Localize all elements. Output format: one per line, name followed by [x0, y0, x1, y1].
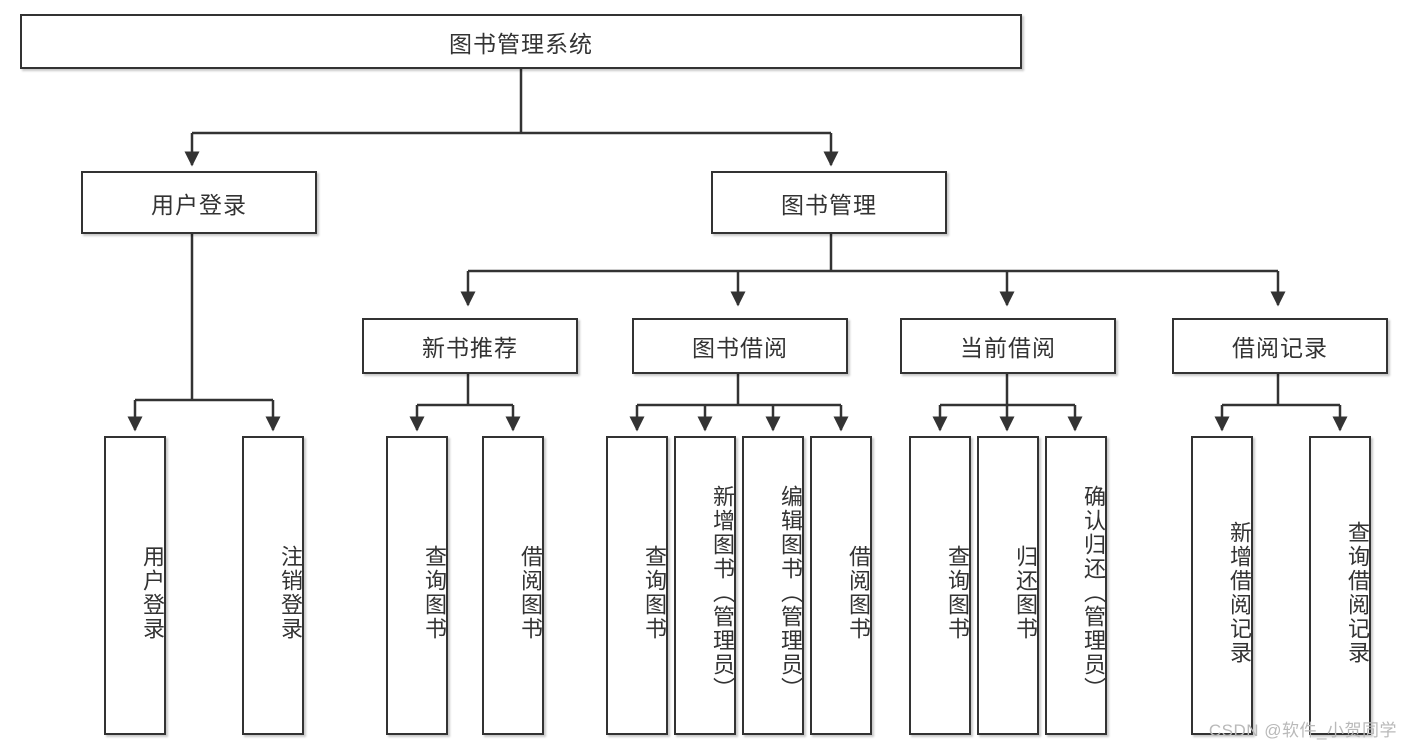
- node-leaf-query-book-3[interactable]: 查询图书: [909, 436, 971, 735]
- node-current-borrow-label: 当前借阅: [960, 335, 1056, 361]
- node-leaf-query-record[interactable]: 查询借阅记录: [1309, 436, 1371, 735]
- node-leaf-confirm-return[interactable]: 确认归还（管理员）: [1045, 436, 1107, 735]
- node-borrow-record[interactable]: 借阅记录: [1172, 318, 1388, 374]
- node-leaf-query-book-2[interactable]: 查询图书: [606, 436, 668, 735]
- node-leaf-add-record[interactable]: 新增借阅记录: [1191, 436, 1253, 735]
- node-leaf-borrow-book-2[interactable]: 借阅图书: [810, 436, 872, 735]
- node-leaf-add-record-label: 新增借阅记录: [1227, 520, 1252, 665]
- node-leaf-borrow-book-2-label: 借阅图书: [846, 544, 871, 641]
- node-leaf-edit-book[interactable]: 编辑图书（管理员）: [742, 436, 804, 735]
- node-leaf-user-login-label: 用户登录: [140, 544, 165, 641]
- node-leaf-query-book-1[interactable]: 查询图书: [386, 436, 448, 735]
- node-root[interactable]: 图书管理系统: [20, 14, 1022, 69]
- node-leaf-query-book-3-label: 查询图书: [945, 544, 970, 641]
- node-book-borrow[interactable]: 图书借阅: [632, 318, 848, 374]
- node-leaf-user-login[interactable]: 用户登录: [104, 436, 166, 735]
- node-book-borrow-label: 图书借阅: [692, 335, 788, 361]
- csdn-watermark: CSDN @软件_小贺同学: [1208, 721, 1397, 740]
- node-leaf-query-book-2-label: 查询图书: [642, 544, 667, 641]
- node-new-book-rec-label: 新书推荐: [422, 335, 518, 361]
- node-current-borrow[interactable]: 当前借阅: [900, 318, 1116, 374]
- node-leaf-logout-login-label: 注销登录: [278, 544, 303, 641]
- node-leaf-borrow-book-1-label: 借阅图书: [518, 544, 543, 641]
- node-leaf-confirm-return-label: 确认归还（管理员）: [1081, 484, 1106, 701]
- node-root-label: 图书管理系统: [449, 30, 593, 57]
- node-leaf-query-book-1-label: 查询图书: [422, 544, 447, 641]
- node-leaf-edit-book-label: 编辑图书（管理员）: [778, 484, 803, 701]
- node-borrow-record-label: 借阅记录: [1232, 335, 1328, 361]
- node-user-login[interactable]: 用户登录: [81, 171, 317, 234]
- node-leaf-return-book[interactable]: 归还图书: [977, 436, 1039, 735]
- node-leaf-query-record-label: 查询借阅记录: [1345, 520, 1370, 665]
- node-leaf-return-book-label: 归还图书: [1013, 544, 1038, 641]
- node-book-manage[interactable]: 图书管理: [711, 171, 947, 234]
- node-leaf-logout-login[interactable]: 注销登录: [242, 436, 304, 735]
- node-book-manage-label: 图书管理: [781, 191, 877, 218]
- node-leaf-add-book-label: 新增图书（管理员）: [710, 484, 735, 701]
- node-user-login-label: 用户登录: [151, 191, 247, 218]
- node-leaf-add-book[interactable]: 新增图书（管理员）: [674, 436, 736, 735]
- node-new-book-rec[interactable]: 新书推荐: [362, 318, 578, 374]
- node-leaf-borrow-book-1[interactable]: 借阅图书: [482, 436, 544, 735]
